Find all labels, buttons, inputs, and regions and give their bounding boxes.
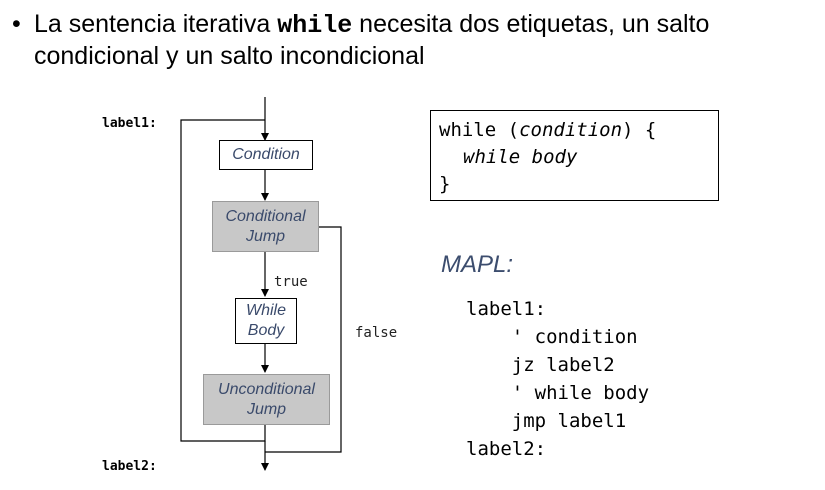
bullet-text-line2: condicional y un salto incondicional <box>34 42 425 70</box>
unconditional-jump-node: Unconditional Jump <box>203 374 330 425</box>
condition-node: Condition <box>219 140 313 170</box>
conditional-jump-node: Conditional Jump <box>212 201 319 252</box>
code-line-2: while body <box>463 146 578 168</box>
code-line-3: } <box>439 173 451 195</box>
code-condition: condition <box>519 119 623 141</box>
while-body-node: While Body <box>235 298 297 344</box>
bullet-text-line1: La sentencia iterativa while necesita do… <box>34 8 709 42</box>
label1-tag: label1: <box>102 116 157 131</box>
code-line-1: while (condition) { <box>439 117 718 144</box>
mapl-line: ' condition <box>466 326 638 348</box>
edge-label-true: true <box>274 274 308 290</box>
bullet-keyword: while <box>277 11 353 40</box>
mapl-code-block: label1: ' condition jz label2 ' while bo… <box>466 295 649 463</box>
mapl-line: jz label2 <box>466 354 615 376</box>
mapl-line: label2: <box>466 438 547 460</box>
loop-back-line <box>180 119 266 442</box>
mapl-title: MAPL: <box>441 251 514 278</box>
mapl-line: label1: <box>466 298 547 320</box>
mapl-line: jmp label1 <box>466 410 627 432</box>
edge-label-false: false <box>355 325 398 341</box>
label2-tag: label2: <box>102 459 157 474</box>
while-syntax-box: while (condition) { while body } <box>430 110 719 201</box>
bullet-symbol: • <box>12 10 21 38</box>
code-while-suffix: ) { <box>622 119 657 141</box>
code-while-prefix: while ( <box>439 119 520 141</box>
bullet-text-before: La sentencia iterativa <box>34 10 278 38</box>
bullet-text-after: necesita dos etiquetas, un salto <box>352 10 710 38</box>
false-path-line <box>265 226 342 453</box>
mapl-line: ' while body <box>466 382 650 404</box>
